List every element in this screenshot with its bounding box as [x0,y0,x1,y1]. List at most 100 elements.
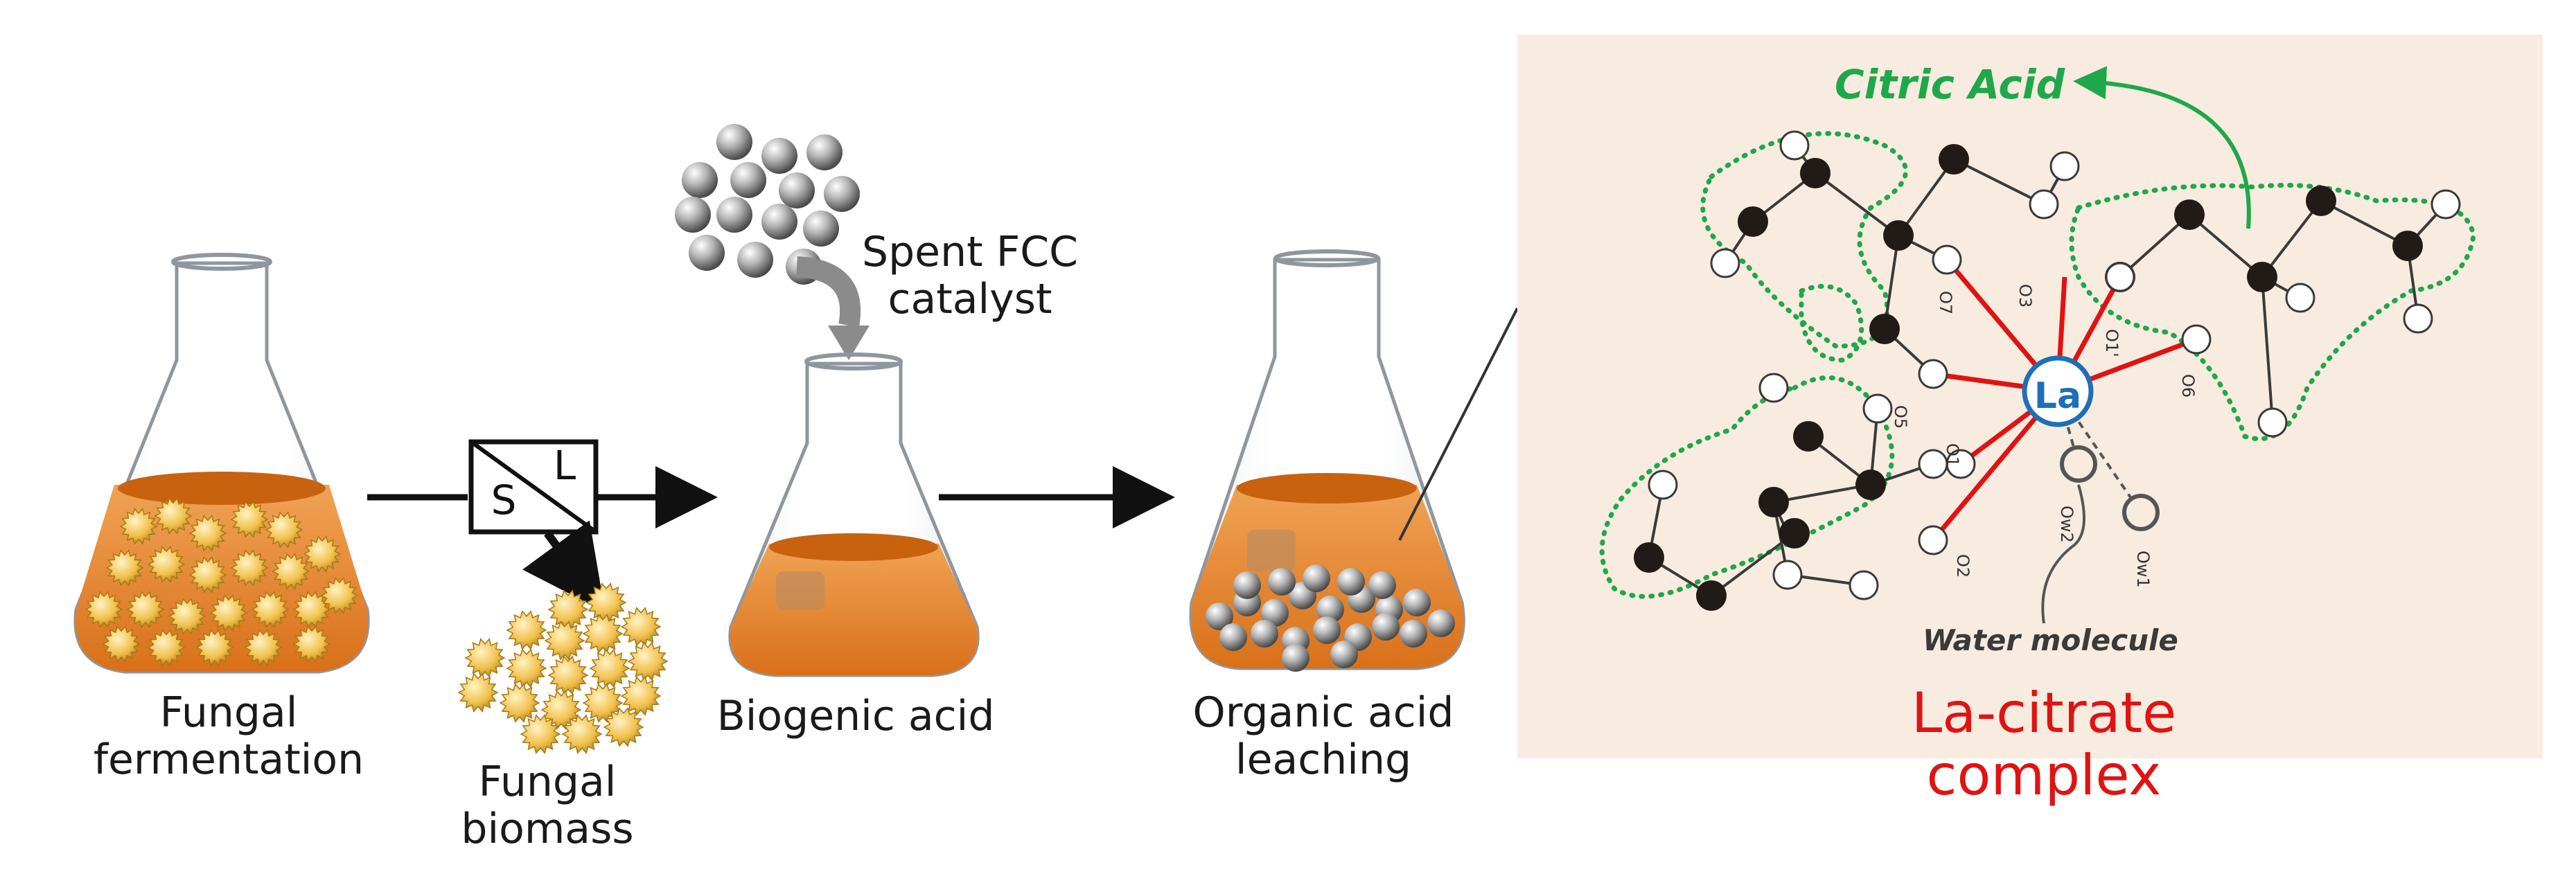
catalyst-ball [716,197,752,233]
oxygen-label: O5 [1891,405,1910,429]
carbon-atom [2306,186,2336,216]
catalyst-ball [1251,620,1278,648]
oxygen-label: Ow2 [2057,506,2076,543]
fungal-pellet [105,549,144,587]
organic-acid-leaching-label: Organic acid leaching [1192,688,1454,784]
catalyst-addition-arrow [828,325,870,360]
solid-liquid-separator: S L [367,439,718,612]
oxygen-atom [2285,283,2315,313]
fungal-pellet [272,553,310,590]
fungal-pellet [85,591,123,628]
oxygen-atom [1862,393,1893,424]
fungal-pellet [209,594,248,632]
oxygen-label: O7 [1936,291,1955,314]
fungal-pellet [188,515,227,552]
oxygen-atom [1710,248,1740,278]
catalyst-ball [1206,603,1233,630]
carbon-atom [1855,470,1886,500]
carbon-atom [1939,144,1969,175]
catalyst-ball [1372,613,1400,641]
catalyst-ball [737,242,773,278]
fungal-pellet [627,641,669,681]
catalyst-ball [730,162,766,198]
fungal-pellet [547,655,589,695]
water-molecule-label: Water molecule [1923,623,2178,657]
ligand-outline [1799,283,1864,363]
bond [1883,235,1900,330]
fungal-pellet [457,672,499,713]
fungal-fermentation-label: Fungal fermentation [93,688,364,784]
carbon-atom [2247,262,2277,292]
separator-s: S [491,476,517,524]
fungal-pellet [154,497,193,535]
carbon-atom [1738,206,1768,237]
oxygen-label: O1' [2102,329,2121,357]
carbon-atom [2392,231,2423,261]
fungal-pellet [195,629,234,666]
oxygen-label: O3 [2015,284,2035,307]
la-ion [2022,355,2094,427]
carbon-atom [1793,421,1824,452]
oxygen-atom [2049,151,2080,181]
carbon-atom [1869,314,1900,344]
bond [1773,483,1871,503]
fungal-pellet [251,591,290,628]
spent-fcc-label: Spent FCC catalyst [861,228,1078,323]
bond [2261,199,2322,278]
water-oxygen-atom [2060,445,2097,483]
flask-biogenic-acid [728,353,980,677]
zoom-line [1398,307,1519,541]
fungal-pellet [620,607,662,647]
fungal-pellet [244,629,283,666]
fungal-pellet [126,591,165,628]
fungal-pellet [464,638,506,678]
catalyst-ball [761,204,797,240]
catalyst-ball [1403,589,1431,616]
carbon-atom [1696,580,1727,611]
fungal-pellet [603,707,644,747]
carbon-atom [1779,518,1810,548]
fungal-pellet [147,546,186,583]
oxygen-atom [1918,449,1948,479]
oxygen-atom [1758,373,1789,403]
catalyst-ball [1261,599,1289,627]
fungal-pellet [620,676,662,716]
fungal-pellet [506,610,547,650]
oxygen-atom [2105,262,2135,292]
carbon-atom [1800,158,1830,188]
bond [2119,213,2191,278]
carbon-atom [1634,542,1664,573]
fungal-pellet [168,598,206,635]
carbon-atom [2174,199,2205,230]
oxygen-label: O2 [1953,554,1973,578]
fungal-pellet [303,535,342,573]
oxygen-atom [1918,525,1948,555]
catalyst-ball [824,176,860,212]
fungal-pellet [589,648,630,688]
fungal-pellet [320,577,359,614]
catalyst-ball [1303,564,1330,592]
catalyst-ball [689,235,725,271]
bond [1710,532,1796,597]
oxygen-atom [2257,407,2288,438]
catalyst-ball [1400,620,1427,648]
catalyst-ball [1313,616,1341,644]
oxygen-atom [2431,189,2461,220]
catalyst-ball [1282,644,1309,672]
fungal-pellet [292,625,331,663]
oxygen-atom [2181,324,2212,355]
oxygen-atom [1779,130,1810,161]
catalyst-ball [761,138,797,174]
fungal-biomass-label: Fungal biomass [461,758,634,853]
bond [1814,172,1900,237]
fungal-pellet [547,589,589,630]
separator-l: L [554,442,576,489]
bond [1953,158,2045,206]
catalyst-ball [1219,623,1247,651]
bond [2188,213,2264,278]
catalyst-ball [675,197,711,233]
biogenic-acid-label: Biogenic acid [716,692,995,740]
la-ion-label: La [2034,375,2082,417]
la-citrate-complex-title: La-citrate complex [1911,681,2177,808]
